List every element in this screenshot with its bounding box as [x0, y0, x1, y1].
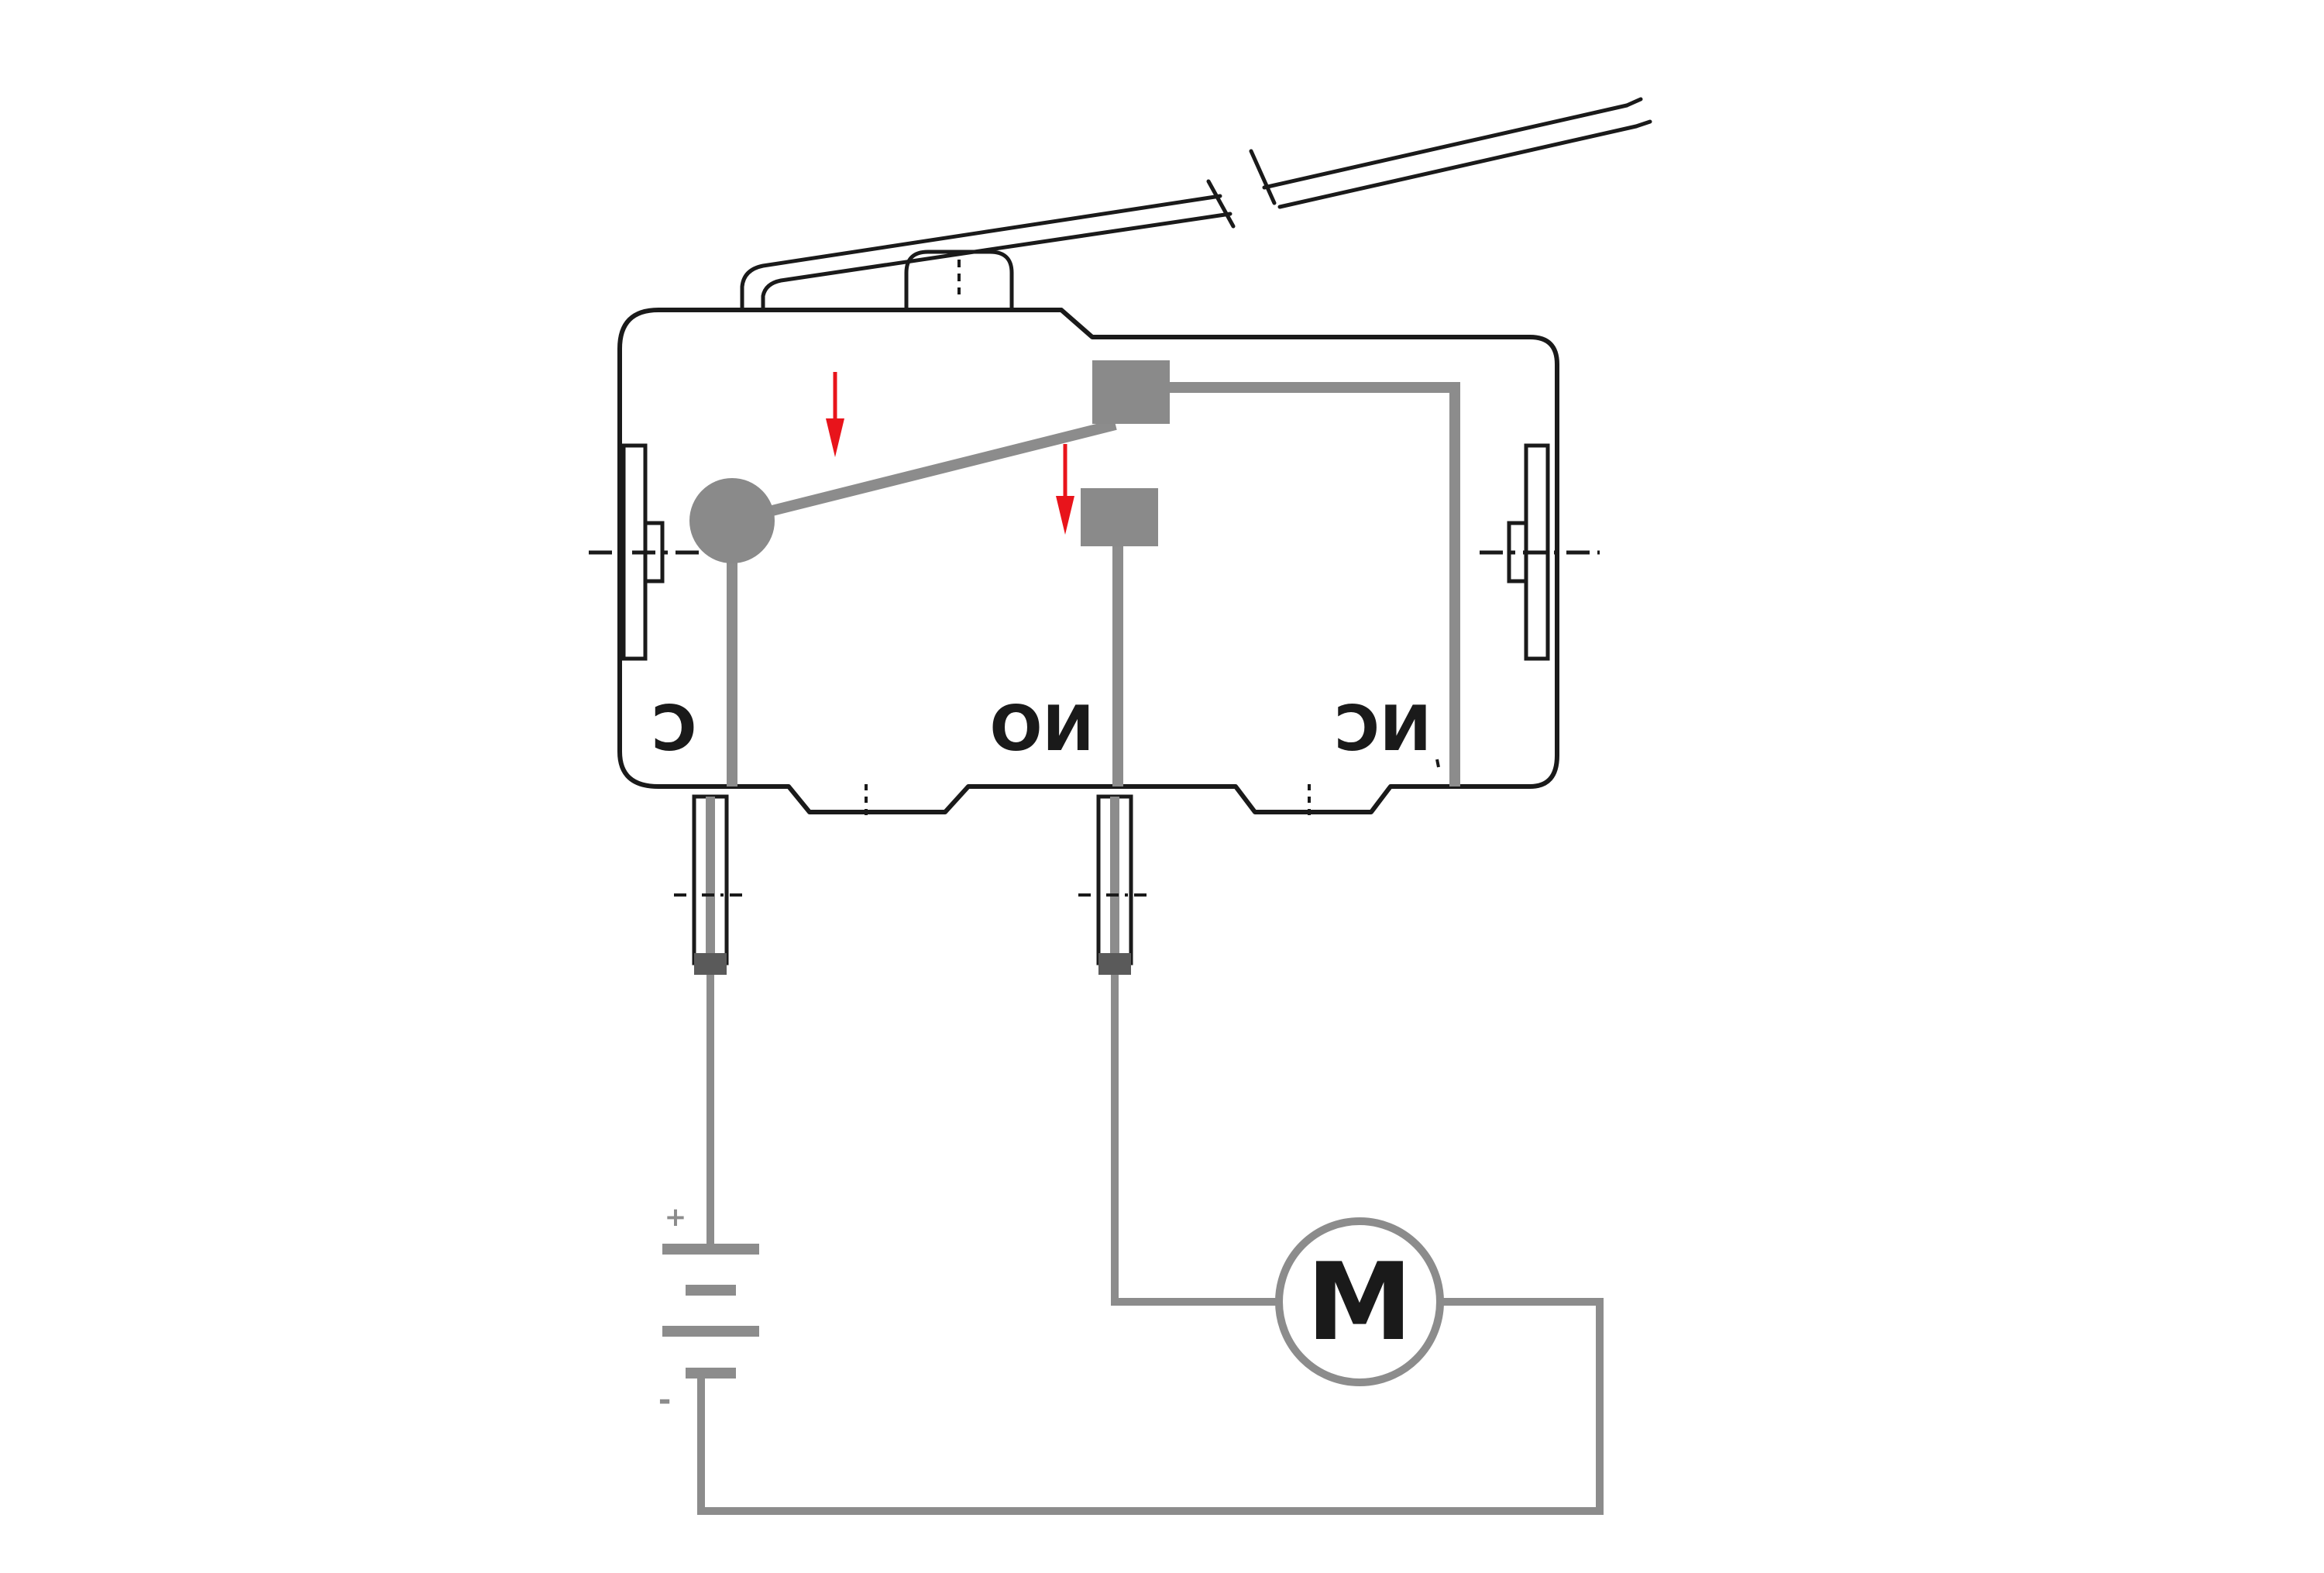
actuator-lever: [740, 97, 1652, 312]
no-pin: [1078, 794, 1152, 975]
right-mounting-hole: [1480, 443, 1600, 661]
common-pivot: [689, 478, 775, 563]
battery-symbol: [662, 1244, 759, 1379]
lever-press-arrow: [826, 372, 844, 457]
common-pin: [674, 794, 748, 975]
motion-arrows: [826, 372, 1074, 535]
motor-symbol: M: [1275, 1217, 1444, 1386]
wire-motor-to-return: [697, 1298, 1604, 1515]
label-common: C: [651, 693, 697, 765]
label-nc: NC: [1334, 693, 1432, 765]
nc-internal-wire: [1170, 382, 1460, 786]
nc-contact: [1092, 360, 1170, 424]
label-no: NO: [990, 693, 1095, 765]
motor-label: M: [1306, 1240, 1412, 1365]
internal-contacts: [689, 360, 1460, 786]
moving-contact-arm: [731, 419, 1117, 526]
switch-body: [617, 308, 1559, 814]
wire-no-to-motor: [1111, 975, 1278, 1306]
external-wiring: [697, 975, 1604, 1515]
left-mounting-hole: [589, 443, 701, 661]
contact-move-arrow: [1056, 444, 1074, 535]
no-contact: [1081, 488, 1158, 546]
body-marks: [865, 759, 1440, 820]
terminal-labels: C NO NC: [651, 693, 1432, 765]
battery-negative-sign: -: [658, 1382, 672, 1418]
battery-positive-sign: +: [665, 1202, 687, 1233]
